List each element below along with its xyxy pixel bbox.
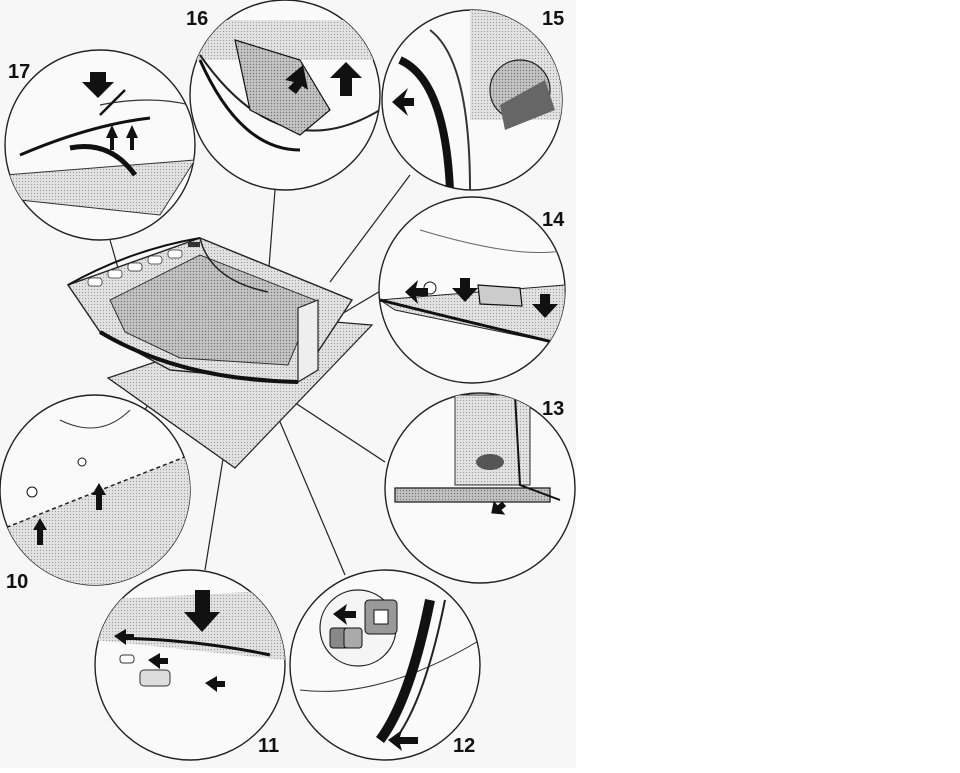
arrow-icon [392, 88, 414, 116]
arrow-icon [33, 483, 106, 545]
arrow-icon [82, 72, 138, 150]
arrow-icon [333, 604, 418, 751]
callout-15: 15 [542, 8, 564, 30]
callout-14: 14 [542, 209, 565, 231]
callout-11: 11 [258, 735, 279, 757]
callout-17: 17 [8, 61, 30, 83]
exploded-view-diagram: 17 16 15 [0, 0, 576, 761]
side-panel [297, 299, 319, 384]
callout-10: 10 [6, 571, 28, 593]
detail-12: 12 [289, 569, 481, 761]
callout-13: 13 [542, 398, 564, 420]
arrow-icon [285, 62, 362, 96]
diagram-panel: 17 16 15 [0, 0, 576, 761]
detail-16: 16 [186, 0, 381, 191]
rear-window-slots [87, 249, 183, 287]
detail-10: 10 [0, 394, 191, 593]
detail-11: 11 [94, 569, 286, 761]
callout-12: 12 [453, 735, 475, 757]
detail-15: 15 [381, 8, 564, 191]
detail-14: 14 [378, 196, 566, 384]
arrow-icon [405, 278, 558, 318]
detail-17: 17 [4, 49, 196, 241]
roof-assembly [66, 237, 374, 469]
roof-front-edge [98, 330, 299, 384]
blank-area [576, 0, 960, 768]
roof-panel-inner [109, 254, 316, 366]
arrow-icon [491, 500, 507, 515]
callout-16: 16 [186, 8, 208, 30]
detail-13: 13 [384, 392, 576, 584]
arrow-icon [114, 590, 225, 692]
